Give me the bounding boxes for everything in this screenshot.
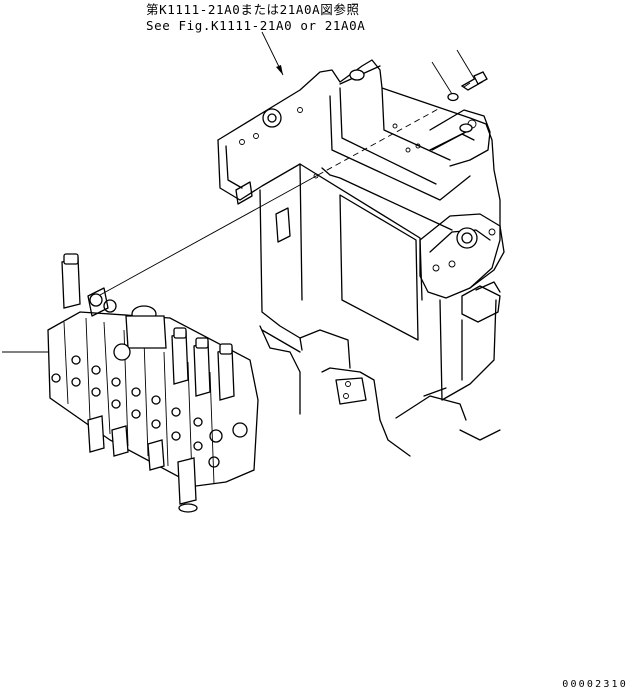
bolt (460, 71, 488, 91)
control-valve-assembly (47, 253, 259, 513)
mounting-line (99, 107, 441, 296)
reference-note-english: See Fig.K1111-21A0 or 21A0A (146, 18, 366, 33)
frame-lower-line (379, 419, 411, 457)
frame-bracket (217, 59, 505, 441)
bolt-leader (456, 49, 476, 81)
washer (447, 92, 459, 102)
drawing-number: 00002310 (562, 679, 628, 690)
reference-note: 第K1111-21A0または21A0A図参照 See Fig.K1111-21A… (146, 2, 365, 34)
reference-leader (261, 31, 284, 76)
washer-leader (431, 61, 453, 95)
reference-note-japanese: 第K1111-21A0または21A0A図参照 (146, 2, 360, 17)
